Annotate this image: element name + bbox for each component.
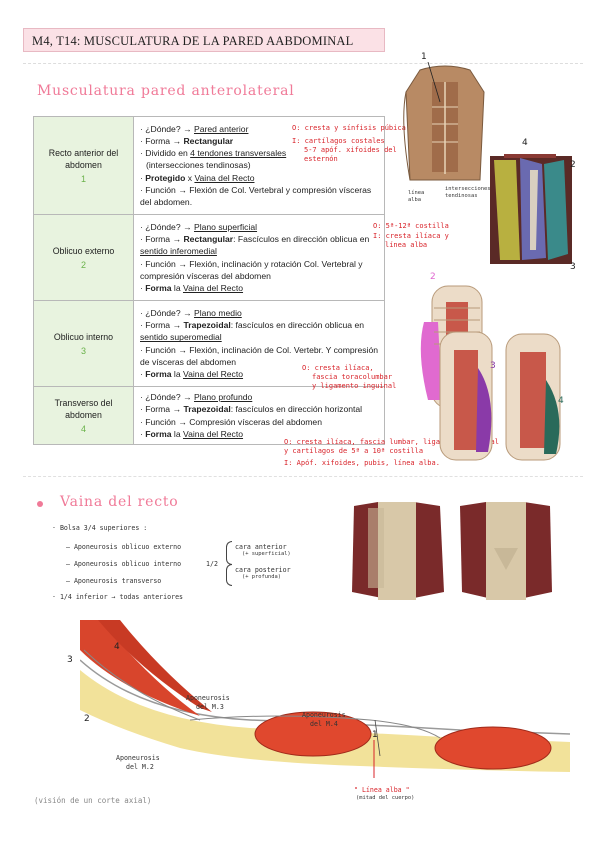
note-oblicuo-ext-insercion-2: línea alba xyxy=(385,241,428,249)
muscle-name: Transverso del abdomen xyxy=(54,397,113,420)
axial-apo-m3-b: del M.3 xyxy=(196,703,224,711)
muscle-name-cell: Recto anterior del abdomen 1 xyxy=(33,116,134,215)
axial-apo-m2-b: del M.2 xyxy=(126,763,154,771)
axial-linea-alba-sub: (mitad del cuerpo) xyxy=(356,795,415,801)
label-rib-4: 4 xyxy=(558,396,564,406)
note-oblicuo-ext-insercion: I: cresta ilíaca y xyxy=(373,232,449,240)
muscle-name: Recto anterior del abdomen xyxy=(48,147,119,170)
muscle-number: 2 xyxy=(80,259,86,270)
axial-caption: (visión de un corte axial) xyxy=(34,796,152,805)
vaina-bolsa-line: · Bolsa 3/4 superiores : xyxy=(52,524,148,532)
muscle-name: Oblicuo interno xyxy=(53,331,114,342)
muscle-name-cell: Transverso del abdomen 4 xyxy=(33,386,134,445)
label-side-3: 3 xyxy=(570,262,576,272)
torso-anterior-illustration xyxy=(403,62,485,181)
page-title: M4, T14: MUSCULATURA DE LA PARED AABDOMI… xyxy=(23,28,385,52)
brace-posterior xyxy=(226,564,232,586)
label-rib-2: 2 xyxy=(430,272,436,282)
note-transverso-insercion: I: Apóf. xifoides, pubis, línea alba. xyxy=(284,459,440,467)
vaina-inferior-line: · 1/4 inferior → todas anteriores xyxy=(52,593,184,601)
note-recto-insercion-2: 5-7 apóf. xifoides del xyxy=(304,146,397,154)
note-oblicuo-int-origen-3: y ligamento inguinal xyxy=(312,382,397,390)
vaina-anterior-illustration xyxy=(352,502,444,600)
note-recto-origen: O: cresta y sínfisis púbica xyxy=(292,124,406,132)
label-linea-alba: línea alba xyxy=(408,190,425,203)
muscles-table: Recto anterior del abdomen 1 · ¿Dónde? →… xyxy=(33,116,385,445)
muscle-description: · ¿Dónde? → Pared anterior · Forma → Rec… xyxy=(133,116,385,215)
muscle-description: · ¿Dónde? → Plano superficial · Forma → … xyxy=(133,214,385,301)
axial-label-3: 3 xyxy=(67,655,73,665)
ribcage-oblicuo-interno-illustration xyxy=(439,331,493,461)
axial-apo-m4-b: del M.4 xyxy=(310,720,338,728)
vaina-apo-interno: – Aponeurosis oblicuo interno xyxy=(66,560,182,568)
note-transverso-origen: O: cresta ilíaca, fascia lumbar, ligamen… xyxy=(284,438,499,446)
axial-apo-m4: Aponeurosis xyxy=(302,711,346,719)
muscle-number: 4 xyxy=(80,423,86,434)
section-divider xyxy=(23,476,583,477)
vaina-apo-interno-frac: 1/2 xyxy=(206,560,218,568)
note-recto-insercion-3: esternón xyxy=(304,155,338,163)
vaina-posterior-illustration xyxy=(460,502,552,600)
muscle-description: · ¿Dónde? → Plano profundo · Forma → Tra… xyxy=(133,386,385,445)
table-row: Recto anterior del abdomen 1 · ¿Dónde? →… xyxy=(33,116,385,215)
note-recto-insercion: I: cartílagos costales xyxy=(292,137,385,145)
ribcage-transverso-illustration xyxy=(505,333,561,461)
muscle-number: 1 xyxy=(80,173,86,184)
muscle-number: 3 xyxy=(80,345,86,356)
vaina-cara-posterior: cara posterior xyxy=(235,566,291,574)
label-intersecciones: intersecciones tendinosas xyxy=(445,186,491,199)
vaina-apo-externo: – Aponeurosis oblicuo externo xyxy=(66,543,182,551)
note-oblicuo-ext-origen: O: 5ª-12ª costilla xyxy=(373,222,449,230)
axial-linea-alba: " Línea alba " xyxy=(354,786,410,794)
note-oblicuo-int-origen-2: fascia toracolumbar xyxy=(312,373,393,381)
label-1-top: 1 xyxy=(421,52,427,62)
vaina-cara-anterior: cara anterior xyxy=(235,543,287,551)
brace-anterior xyxy=(226,541,232,565)
note-transverso-origen-2: y cartílagos de 5ª a 10ª costilla xyxy=(284,447,424,455)
axial-apo-m2: Aponeurosis xyxy=(116,754,160,762)
axial-section-diagram xyxy=(80,620,570,778)
axial-label-1: 1 xyxy=(372,730,378,740)
section-heading-vaina: Vaina del recto xyxy=(60,494,179,510)
table-row: Oblicuo externo 2 · ¿Dónde? → Plano supe… xyxy=(33,214,385,301)
muscle-name-cell: Oblicuo interno 3 xyxy=(33,300,134,387)
table-row: Oblicuo interno 3 · ¿Dónde? → Plano medi… xyxy=(33,300,385,387)
vaina-cara-posterior-sub: (+ profunda) xyxy=(242,574,281,580)
title-divider xyxy=(23,63,583,64)
label-side-4: 4 xyxy=(522,138,528,148)
vaina-apo-transverso: – Aponeurosis transverso xyxy=(66,577,162,585)
section-heading-anterolateral: Musculatura pared anterolateral xyxy=(37,83,295,99)
note-oblicuo-int-origen: O: cresta ilíaca, xyxy=(302,364,374,372)
bullet-icon xyxy=(37,501,43,507)
lateral-muscles-illustration xyxy=(490,154,572,264)
muscle-description: · ¿Dónde? → Plano medio · Forma → Trapez… xyxy=(133,300,385,387)
muscle-name: Oblicuo externo xyxy=(52,245,115,256)
axial-apo-m3: Aponeurosis xyxy=(186,694,230,702)
table-row: Transverso del abdomen 4 · ¿Dónde? → Pla… xyxy=(33,386,385,445)
axial-label-4: 4 xyxy=(114,642,120,652)
muscle-name-cell: Oblicuo externo 2 xyxy=(33,214,134,301)
axial-label-2: 2 xyxy=(84,714,90,724)
label-side-2: 2 xyxy=(570,160,576,170)
label-rib-3: 3 xyxy=(490,361,496,371)
vaina-cara-anterior-sub: (+ superficial) xyxy=(242,551,291,557)
